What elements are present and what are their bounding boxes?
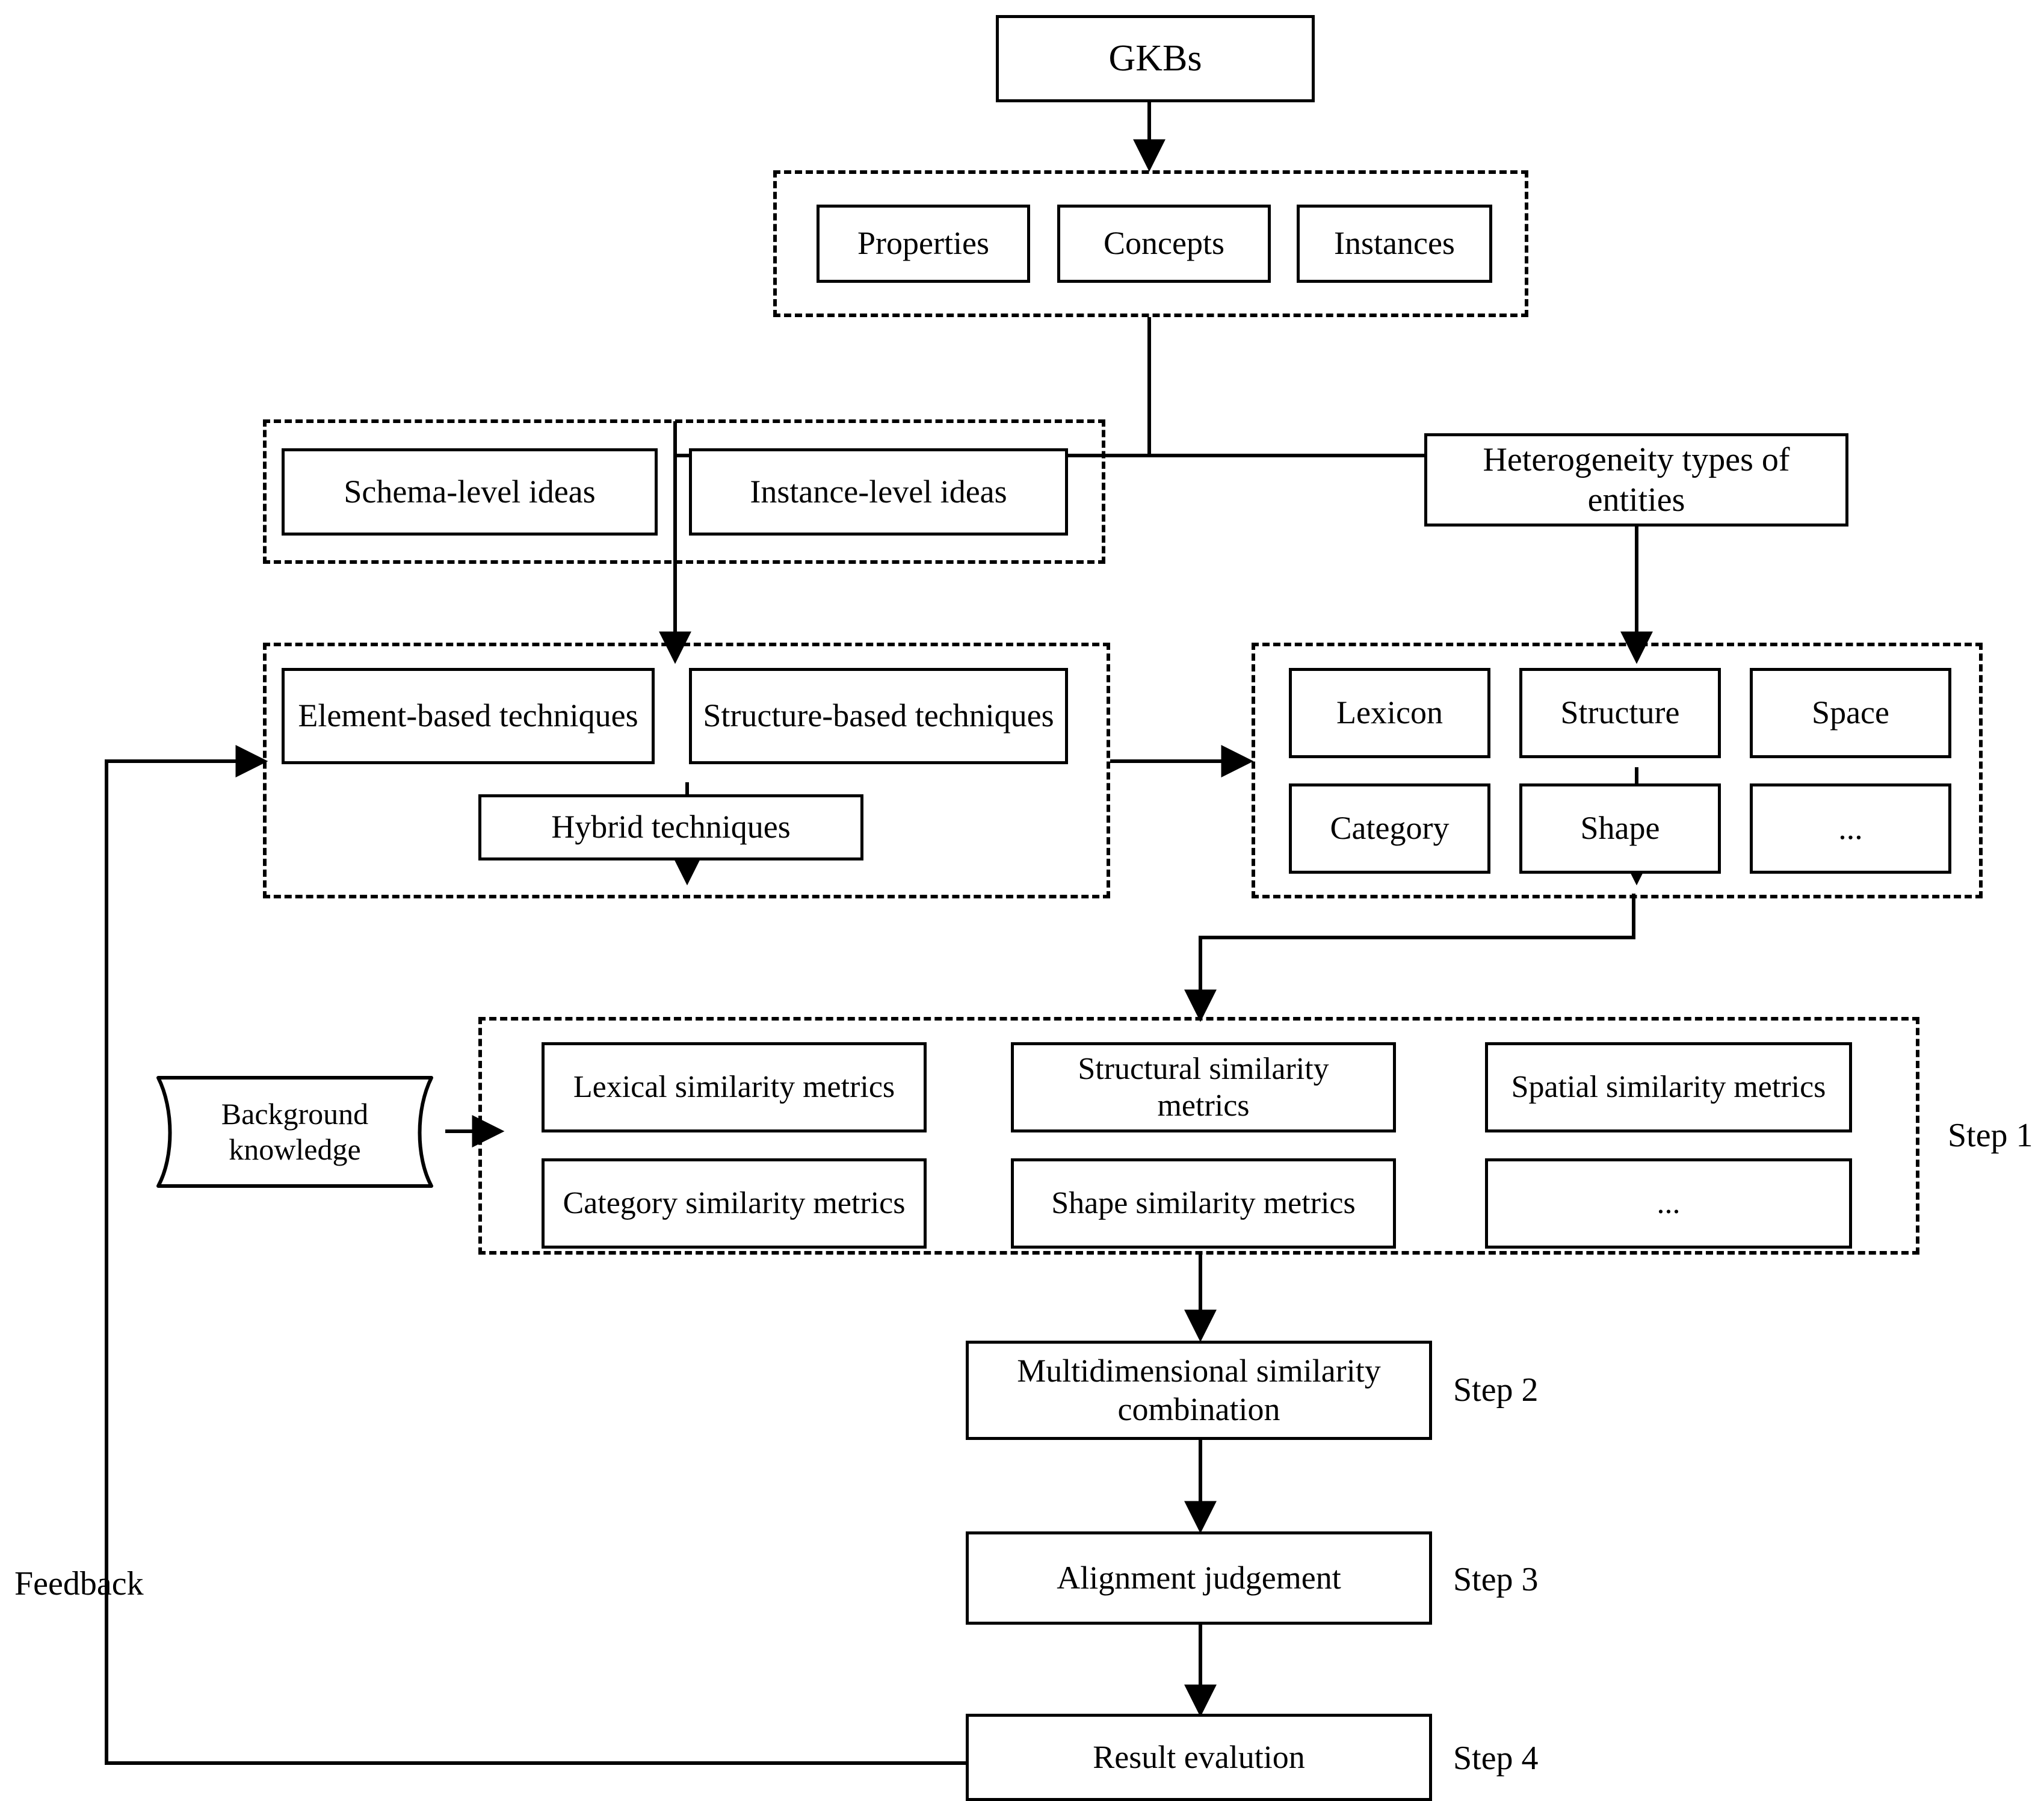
node-concepts-label: Concepts [1104,225,1224,262]
node-multidimensional-similarity-combination[interactable]: Multidimensional similarity combination [966,1341,1432,1440]
node-heterogeneity-types[interactable]: Heterogeneity types of entities [1424,433,1848,527]
node-lexical-similarity-metrics[interactable]: Lexical similarity metrics [542,1042,927,1132]
node-multidimensional-similarity-combination-label: Multidimensional similarity combination [1017,1352,1381,1427]
node-shape-similarity-metrics-label: Shape similarity metrics [1051,1186,1356,1221]
node-background-knowledge-label: Background knowledge [221,1096,369,1166]
node-space[interactable]: Space [1750,668,1951,758]
node-category-similarity-metrics[interactable]: Category similarity metrics [542,1158,927,1249]
node-concepts[interactable]: Concepts [1057,205,1271,283]
feedback-label: Feedback [14,1565,144,1602]
node-gkbs-label: GKBs [1108,37,1202,79]
node-structure-based-techniques[interactable]: Structure-based techniques [689,668,1068,764]
node-alignment-judgement-label: Alignment judgement [1057,1559,1341,1596]
node-heterogeneity-more-label: ... [1838,810,1863,847]
node-instances[interactable]: Instances [1297,205,1492,283]
node-instances-label: Instances [1334,225,1455,262]
heterogeneity-types-group [1252,643,1983,898]
similarity-metrics-group [478,1017,1919,1255]
node-structure-label: Structure [1560,694,1680,731]
node-instance-level-ideas[interactable]: Instance-level ideas [689,448,1068,536]
node-schema-level-ideas[interactable]: Schema-level ideas [282,448,658,536]
node-gkbs[interactable]: GKBs [996,15,1315,102]
node-space-label: Space [1812,694,1889,731]
node-lexical-similarity-metrics-label: Lexical similarity metrics [573,1070,895,1105]
node-schema-level-ideas-label: Schema-level ideas [344,473,596,510]
node-instance-level-ideas-label: Instance-level ideas [750,473,1007,510]
node-category[interactable]: Category [1289,783,1490,874]
entity-types-group [773,170,1528,317]
node-element-based-techniques-label: Element-based techniques [298,697,638,734]
node-structure[interactable]: Structure [1519,668,1721,758]
node-lexicon[interactable]: Lexicon [1289,668,1490,758]
node-heterogeneity-more[interactable]: ... [1750,783,1951,874]
step-2-label: Step 2 [1453,1371,1539,1409]
node-metrics-more[interactable]: ... [1485,1158,1852,1249]
edge-grid-to-metrics [1184,894,1635,1022]
node-properties[interactable]: Properties [817,205,1030,283]
node-shape-label: Shape [1580,810,1660,847]
edge-feedback-loop [105,745,968,1765]
node-hybrid-techniques-label: Hybrid techniques [551,809,791,845]
node-hybrid-techniques[interactable]: Hybrid techniques [478,794,863,860]
node-spatial-similarity-metrics[interactable]: Spatial similarity metrics [1485,1042,1852,1132]
node-background-knowledge[interactable]: Background knowledge [153,1073,436,1190]
node-metrics-more-label: ... [1657,1186,1681,1221]
node-alignment-judgement[interactable]: Alignment judgement [966,1531,1432,1625]
ideas-group [263,419,1105,564]
background-knowledge-shape [156,1076,433,1188]
techniques-group [263,643,1110,898]
node-spatial-similarity-metrics-label: Spatial similarity metrics [1511,1070,1826,1105]
node-shape[interactable]: Shape [1519,783,1721,874]
step-3-label: Step 3 [1453,1561,1539,1598]
step-1-label: Step 1 [1948,1117,2033,1154]
node-properties-label: Properties [857,225,989,262]
node-lexicon-label: Lexicon [1336,694,1443,731]
node-category-similarity-metrics-label: Category similarity metrics [563,1186,906,1221]
node-structural-similarity-metrics[interactable]: Structural similarity metrics [1011,1042,1396,1132]
node-shape-similarity-metrics[interactable]: Shape similarity metrics [1011,1158,1396,1249]
node-structural-similarity-metrics-label: Structural similarity metrics [1078,1051,1329,1123]
node-result-evalution-label: Result evalution [1093,1738,1305,1775]
node-result-evalution[interactable]: Result evalution [966,1714,1432,1801]
node-category-label: Category [1330,810,1450,847]
step-4-label: Step 4 [1453,1740,1539,1777]
node-heterogeneity-types-label: Heterogeneity types of entities [1483,441,1790,519]
node-element-based-techniques[interactable]: Element-based techniques [282,668,655,764]
node-structure-based-techniques-label: Structure-based techniques [703,697,1054,734]
